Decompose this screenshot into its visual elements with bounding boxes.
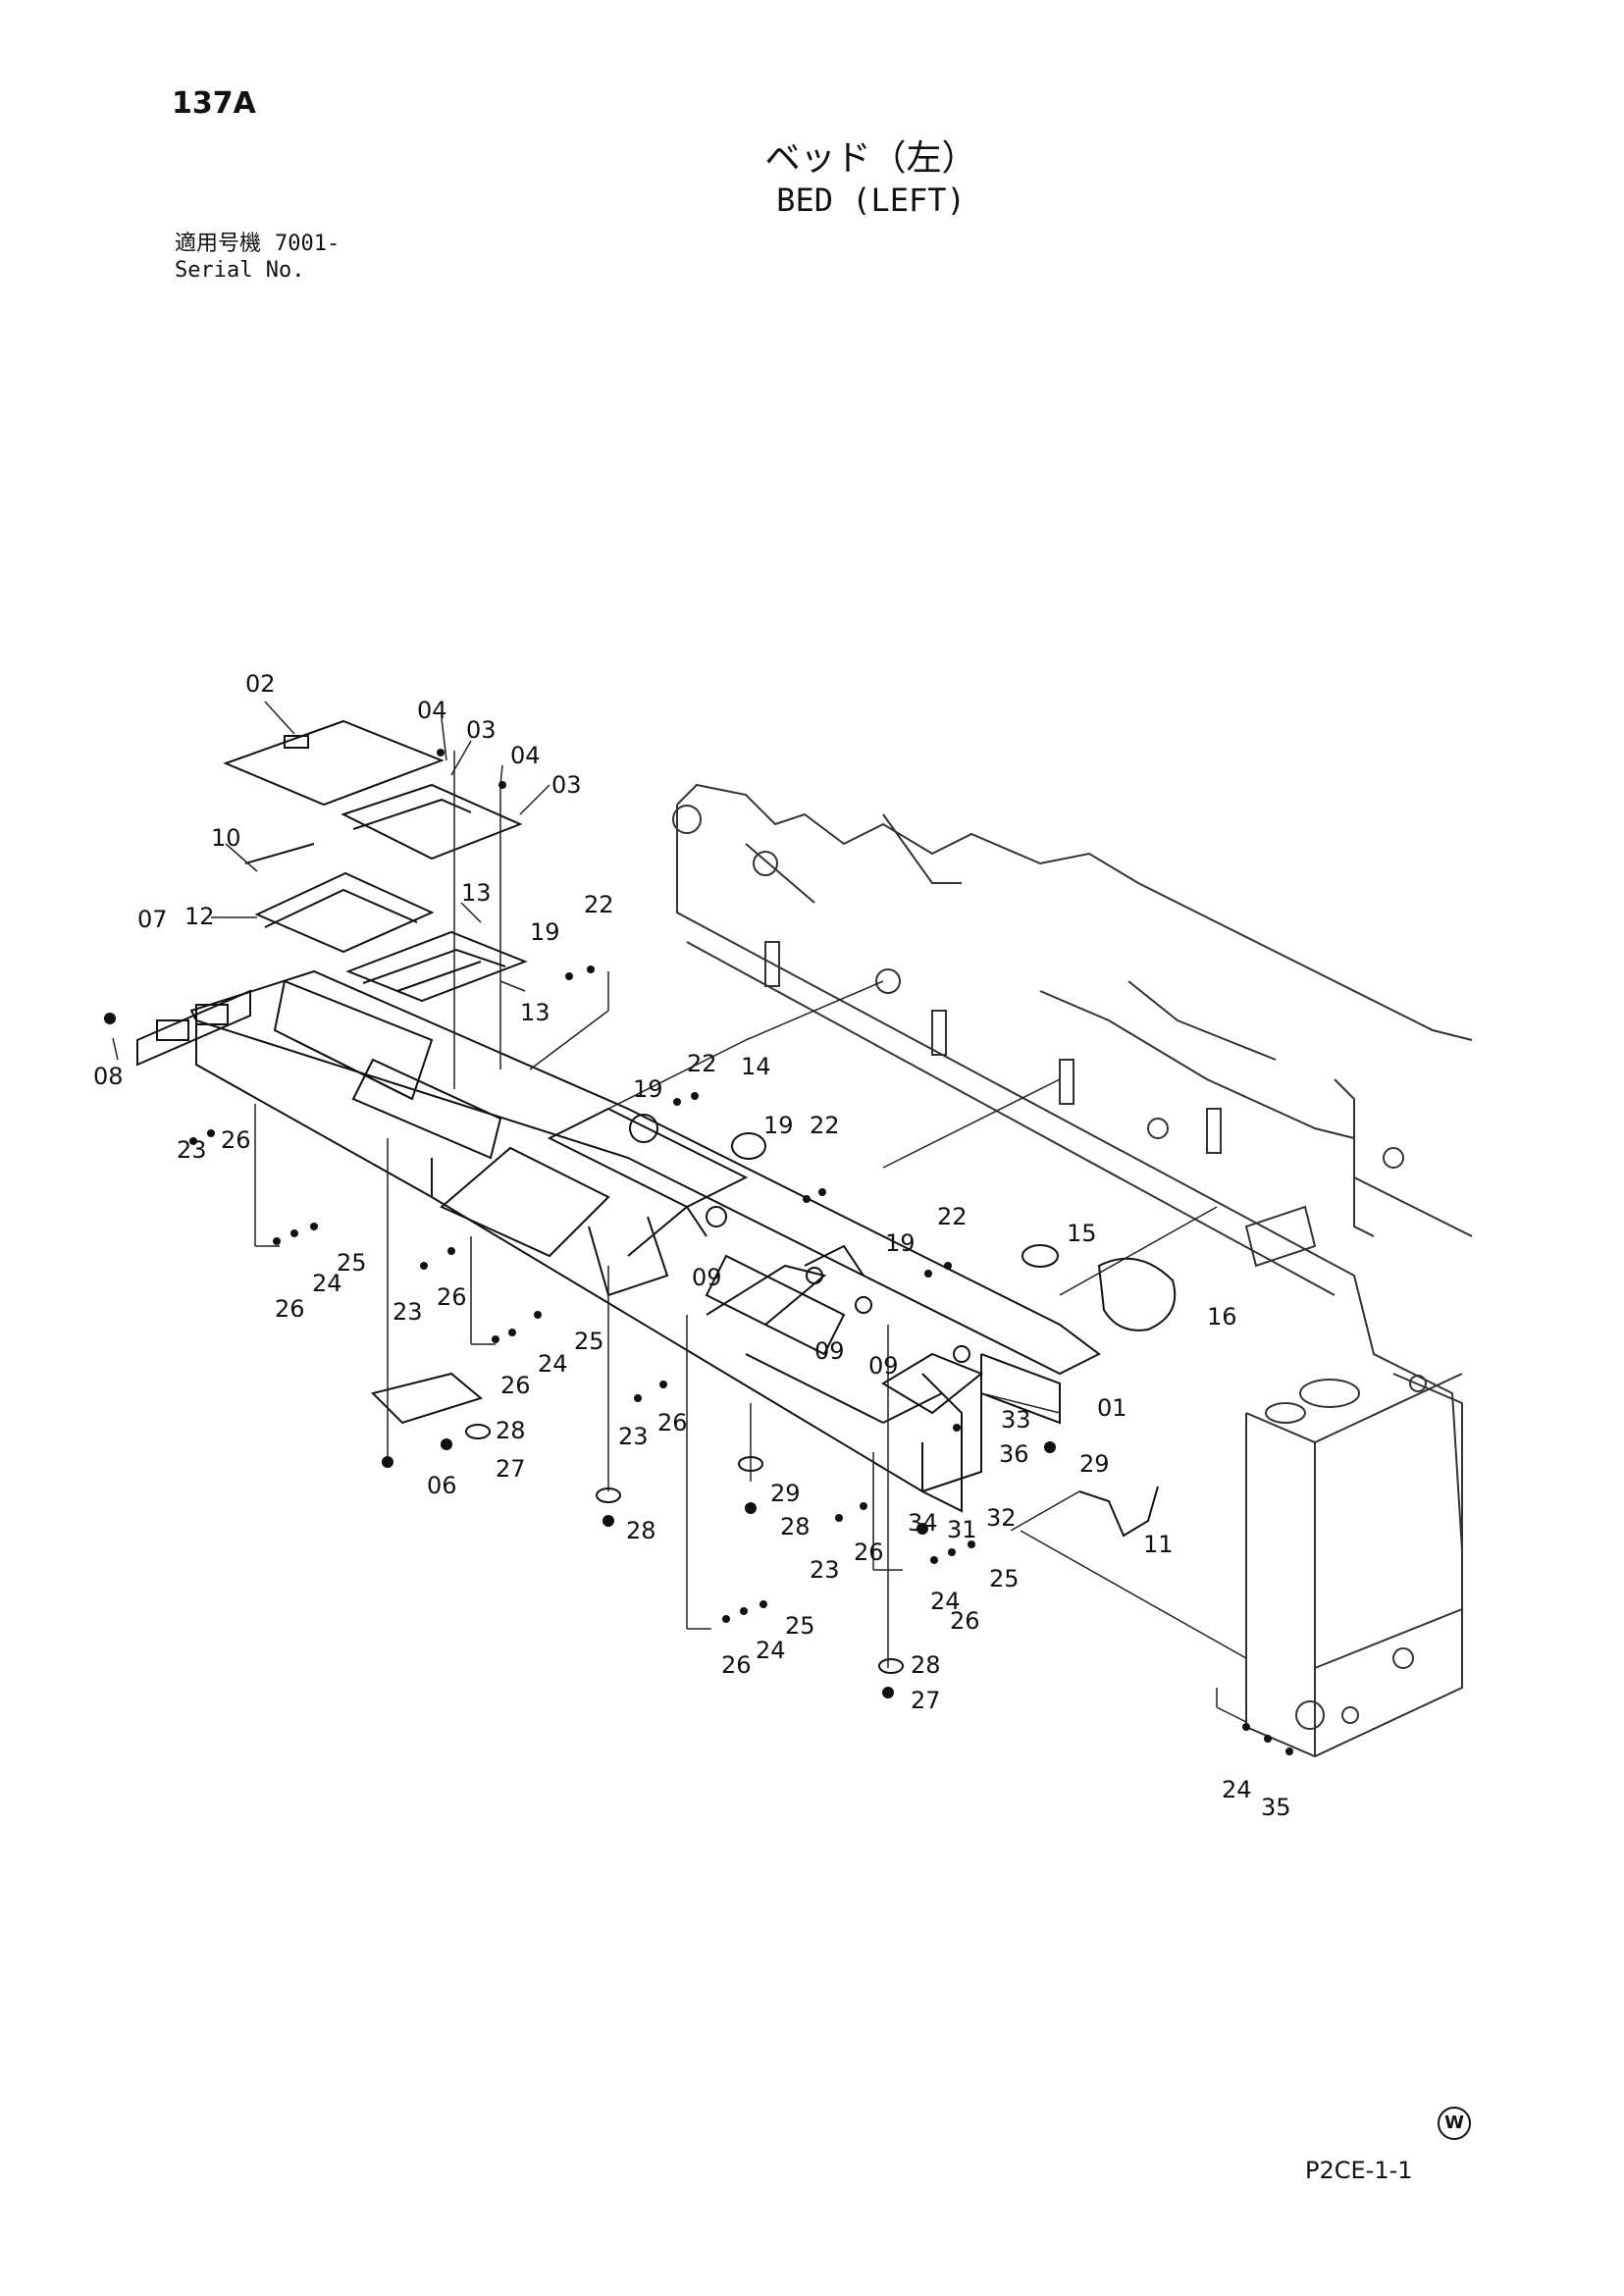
callout: 19 <box>633 1075 663 1103</box>
callout: 23 <box>393 1298 423 1326</box>
callout: 11 <box>1143 1531 1174 1558</box>
callout: 29 <box>770 1480 801 1507</box>
callout: 12 <box>184 903 215 930</box>
callout: 10 <box>211 824 241 852</box>
callout: 22 <box>687 1050 717 1077</box>
washer-rings <box>465 1424 904 1674</box>
callout: 26 <box>950 1607 980 1635</box>
callout: 25 <box>785 1612 815 1640</box>
callout: 24 <box>756 1637 786 1664</box>
page-code: P2CE-1-1 <box>1305 2157 1413 2184</box>
serial-info: 適用号機 7001- Serial No. <box>175 231 340 284</box>
callout: 25 <box>574 1328 604 1355</box>
callout: 28 <box>911 1651 941 1679</box>
callout: 04 <box>510 742 541 769</box>
callout: 36 <box>999 1440 1029 1468</box>
title-japanese: ベッド（左） <box>764 138 977 179</box>
callout: 28 <box>626 1517 656 1544</box>
callout: 28 <box>780 1513 811 1540</box>
serial-value: 7001- <box>275 232 341 256</box>
fastener-dots <box>104 749 1293 1755</box>
machine-frame-outline <box>672 783 1473 1551</box>
callout-labels: 02 04 03 04 03 10 12 07 13 13 19 22 08 1… <box>93 670 1291 1821</box>
callout: 19 <box>530 918 560 946</box>
callout: 24 <box>312 1270 342 1297</box>
callout: 25 <box>337 1249 367 1277</box>
serial-label-jp: 適用号機 <box>175 232 262 256</box>
callout: 19 <box>885 1229 916 1257</box>
callout: 13 <box>520 999 550 1026</box>
callout: 26 <box>437 1283 467 1311</box>
callout: 35 <box>1261 1794 1291 1821</box>
callout: 24 <box>930 1588 961 1615</box>
callout: 14 <box>741 1053 771 1080</box>
cover-plates <box>136 719 1177 1538</box>
tank-outline <box>1245 1373 1463 1758</box>
callout: 24 <box>1222 1776 1252 1803</box>
callout: 26 <box>275 1295 305 1323</box>
callout: 32 <box>986 1504 1017 1532</box>
callout: 27 <box>911 1687 941 1714</box>
callout: 33 <box>1001 1406 1031 1434</box>
callout: 26 <box>500 1372 531 1399</box>
callout: 29 <box>1079 1450 1110 1478</box>
leader-lines <box>112 701 1247 1723</box>
callout: 28 <box>496 1417 526 1444</box>
callout: 26 <box>221 1126 251 1154</box>
callout: 07 <box>137 906 168 933</box>
callout: 09 <box>868 1352 899 1380</box>
callout: 27 <box>496 1455 526 1483</box>
callout: 25 <box>989 1565 1020 1592</box>
title-english: BED (LEFT) <box>776 182 966 219</box>
page-number: 137A <box>172 86 256 121</box>
callout: 22 <box>937 1203 968 1230</box>
callout: 22 <box>584 891 614 918</box>
callout: 19 <box>763 1112 794 1139</box>
callout: 23 <box>810 1556 840 1584</box>
callout: 02 <box>245 670 276 698</box>
callout: 06 <box>427 1472 457 1499</box>
callout: 09 <box>692 1264 722 1291</box>
callout: 31 <box>947 1516 977 1543</box>
callout: 23 <box>177 1136 207 1164</box>
callout: 09 <box>814 1337 845 1365</box>
callout: 26 <box>721 1651 752 1679</box>
callout: 26 <box>854 1539 884 1566</box>
callout: 26 <box>657 1409 688 1436</box>
callout: 13 <box>461 879 492 907</box>
callout: 04 <box>417 697 447 724</box>
callout: 34 <box>908 1509 938 1537</box>
callout: 03 <box>466 716 497 744</box>
serial-label-en: Serial No. <box>175 258 305 283</box>
callout: 03 <box>551 771 582 799</box>
w-mark-icon: W <box>1438 2107 1471 2140</box>
callout: 24 <box>538 1350 568 1378</box>
callout: 15 <box>1067 1220 1097 1247</box>
callout: 23 <box>618 1423 649 1450</box>
callout: 22 <box>810 1112 840 1139</box>
callout: 01 <box>1097 1394 1127 1422</box>
callout: 16 <box>1207 1303 1237 1331</box>
callout: 08 <box>93 1063 124 1090</box>
